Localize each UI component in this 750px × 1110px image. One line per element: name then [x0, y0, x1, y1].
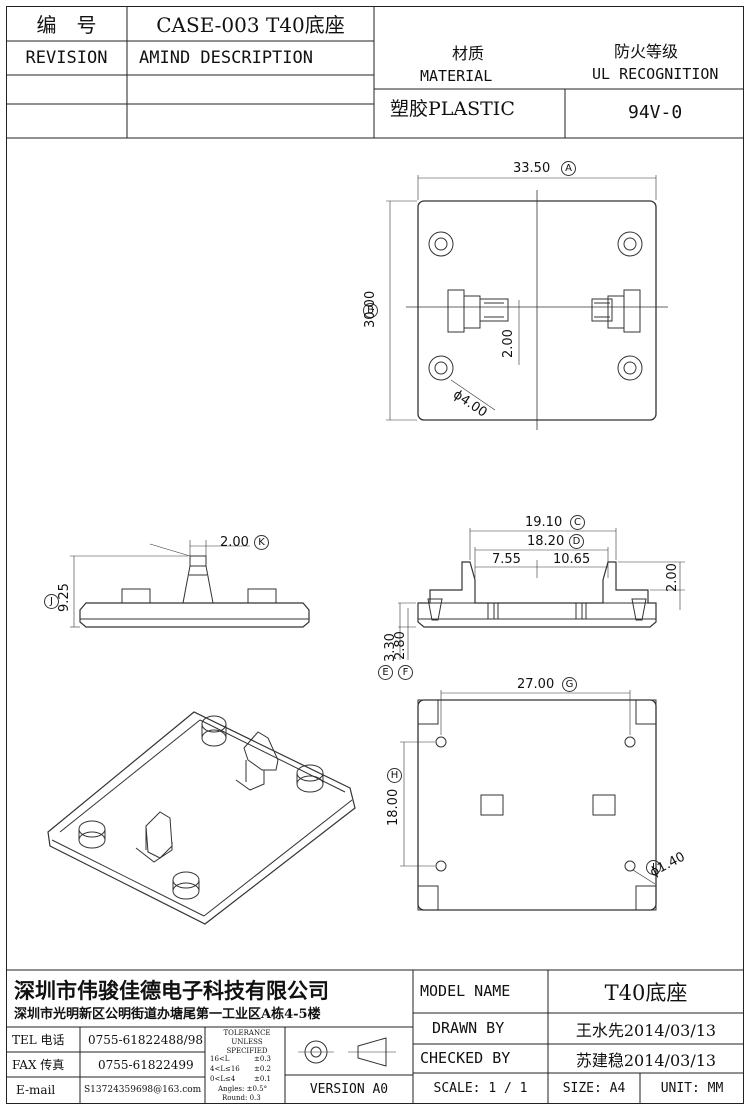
material-value: 塑胶PLASTIC: [390, 98, 515, 120]
tol-angles: Angles: ±0.5°: [218, 1085, 268, 1093]
marker-j: J: [44, 594, 59, 609]
tol-row-2-value: ±0.2: [254, 1065, 271, 1073]
checked-label: CHECKED BY: [420, 1049, 511, 1067]
tel-label: TEL 电话: [12, 1033, 65, 1047]
ul-en: UL RECOGNITION: [592, 65, 719, 83]
material-en: MATERIAL: [420, 67, 493, 85]
version: VERSION A0: [309, 1082, 389, 1097]
tol-round: Round: 0.3: [222, 1094, 261, 1102]
marker-b: B: [363, 303, 378, 318]
dim-front-left: 7.55: [492, 552, 521, 567]
ul-value: 94V-0: [628, 102, 683, 123]
revision-label: REVISION: [25, 48, 108, 68]
tol-row-1-value: ±0.3: [254, 1055, 271, 1063]
front-view: [398, 528, 685, 660]
dim-bottom-height: 18.00: [386, 788, 401, 826]
side-view: [70, 540, 310, 628]
tol-row-2-range: 4<L≤16: [210, 1065, 240, 1073]
marker-f: F: [398, 665, 413, 680]
dim-front-d: 18.20: [527, 534, 565, 549]
checked-value: 苏建稳2014/03/13: [575, 1050, 717, 1070]
tol-row-1-range: 16<L: [210, 1055, 230, 1063]
drawn-label: DRAWN BY: [432, 1019, 505, 1037]
marker-h: H: [387, 768, 402, 783]
dim-side-width: 2.00: [220, 535, 249, 550]
dim-side-height: 9.25: [57, 583, 72, 612]
model-value: T40底座: [604, 980, 688, 1005]
tolerance-title: TOLERANCE UNLESS SPECIFIED: [223, 1029, 271, 1055]
projection-symbol: [298, 1037, 396, 1067]
marker-k: K: [254, 535, 269, 550]
size: SIZE: A4: [562, 1081, 626, 1096]
marker-i: I: [646, 860, 661, 875]
dim-front-top: 2.00: [665, 563, 680, 592]
bottom-view: [400, 690, 657, 911]
fax-label: FAX 传真: [12, 1058, 65, 1072]
scale: SCALE: 1 / 1: [433, 1081, 528, 1096]
amend-label: AMIND DESCRIPTION: [139, 48, 313, 68]
email-value: S13724359698@163.com: [84, 1085, 202, 1095]
number-value: CASE-003 T40底座: [156, 13, 345, 37]
company-address: 深圳市光明新区公明街道办塘尾第一工业区A栋4-5楼: [14, 1007, 321, 1022]
tel-value: 0755-61822488/98: [88, 1033, 203, 1047]
tol-row-3-range: 0<L≤4: [210, 1075, 236, 1083]
email-label: E-mail: [16, 1083, 56, 1097]
drawn-value: 王水先2014/03/13: [575, 1020, 717, 1040]
top-view: [386, 175, 668, 430]
dim-front-right: 10.65: [553, 552, 591, 567]
dim-top-width: 33.50: [513, 161, 551, 176]
model-label: MODEL NAME: [420, 982, 511, 1000]
marker-c: C: [570, 515, 585, 530]
ul-cn: 防火等级: [614, 42, 679, 61]
marker-e: E: [378, 665, 393, 680]
company-name: 深圳市伟骏佳德电子科技有限公司: [14, 978, 329, 1003]
fax-value: 0755-61822499: [98, 1058, 194, 1072]
unit: UNIT: MM: [660, 1081, 724, 1096]
dim-top-height: 30.00: [363, 290, 378, 328]
number-label: 编 号: [36, 13, 97, 37]
material-cn: 材质: [452, 44, 485, 63]
dim-top-offset: 2.00: [501, 329, 516, 358]
marker-d: D: [569, 534, 584, 549]
dim-bottom-width: 27.00: [517, 677, 555, 692]
marker-g: G: [562, 677, 577, 692]
isometric-view: [47, 711, 356, 925]
dim-front-c: 19.10: [525, 515, 563, 530]
marker-a: A: [561, 161, 576, 176]
tol-row-3-value: ±0.1: [254, 1075, 271, 1083]
dim-front-f: 2.80: [393, 631, 408, 660]
